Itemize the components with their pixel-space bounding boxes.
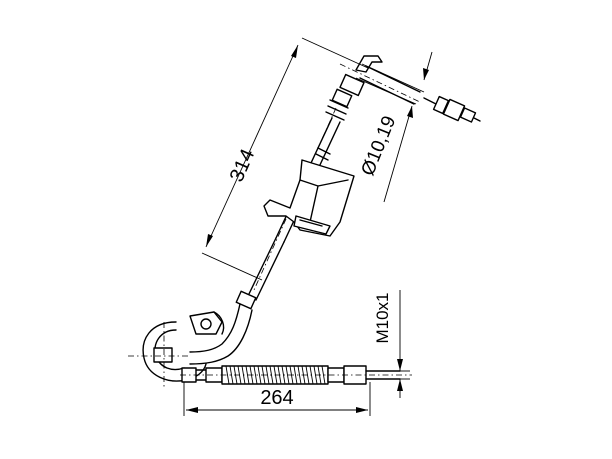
loop-arc bbox=[213, 311, 225, 335]
detached-body bbox=[442, 98, 466, 122]
spring-coil bbox=[321, 365, 326, 385]
spring-coil bbox=[285, 365, 290, 385]
label-264: 264 bbox=[260, 387, 293, 409]
mounting-bracket bbox=[263, 159, 355, 237]
extension-line-top bbox=[301, 37, 369, 69]
dimension-line-314 bbox=[205, 44, 299, 248]
thread-arrow-bottom bbox=[397, 379, 403, 391]
spring-coil bbox=[297, 365, 302, 385]
dimension-diameter: Ø10,19 bbox=[355, 51, 433, 203]
dia-arrow-bottom bbox=[407, 106, 413, 118]
dimension-314: 314 bbox=[201, 37, 369, 281]
detached-nut bbox=[432, 95, 450, 115]
loop-hole-icon bbox=[200, 318, 212, 330]
dimension-thread: M10x1 bbox=[373, 290, 410, 398]
spring-coil bbox=[265, 365, 270, 385]
bend-outer bbox=[189, 303, 241, 353]
fitting-ring-a bbox=[329, 99, 349, 109]
dia-leader-bottom bbox=[383, 105, 413, 203]
bracket-clip-rib bbox=[299, 219, 323, 227]
detached-fitting bbox=[423, 95, 481, 123]
top-pipe-upper bbox=[365, 65, 421, 93]
center-line-top bbox=[339, 63, 421, 103]
fitting-ring-c bbox=[325, 111, 345, 121]
detached-tip bbox=[459, 107, 477, 123]
arrow-264-right bbox=[356, 407, 368, 413]
detached-end bbox=[473, 117, 481, 122]
dimension-264: 264 bbox=[183, 382, 371, 416]
extension-line-bottom bbox=[201, 252, 263, 281]
banjo-eye-block bbox=[153, 347, 173, 363]
fitting-ring-b bbox=[327, 105, 347, 115]
bracket-plate bbox=[263, 159, 355, 237]
detached-pipe bbox=[423, 97, 437, 105]
dia-arrow-top bbox=[423, 68, 429, 80]
top-bracket-hook bbox=[355, 55, 383, 73]
hose-band-1 bbox=[317, 147, 331, 155]
spring-coil bbox=[253, 365, 258, 385]
spring-coil bbox=[229, 365, 234, 385]
bracket-edge bbox=[317, 179, 349, 187]
spring-coil bbox=[293, 365, 298, 385]
top-fitting-nut bbox=[339, 73, 365, 97]
hose-lower-section bbox=[128, 237, 285, 388]
bend-inner bbox=[189, 309, 253, 365]
top-fitting-sleeve bbox=[331, 88, 353, 108]
thread-arrow-top bbox=[397, 359, 403, 371]
arrowhead-top bbox=[291, 45, 298, 58]
banjo-eye-outer bbox=[142, 321, 207, 382]
hose-band-2 bbox=[315, 153, 329, 161]
hose-lower-edge-a bbox=[247, 237, 277, 297]
label-314: 314 bbox=[226, 146, 260, 185]
hose-lower-edge-b bbox=[255, 241, 285, 301]
label-thread: M10x1 bbox=[373, 292, 392, 343]
top-pipe-lower bbox=[359, 77, 415, 105]
spring-coil bbox=[225, 365, 230, 385]
arrowhead-bottom bbox=[206, 234, 213, 247]
coiled-hose bbox=[180, 365, 412, 385]
lower-fitting-ring bbox=[235, 290, 257, 310]
spring-coil bbox=[257, 365, 262, 385]
arrow-264-left bbox=[186, 407, 198, 413]
